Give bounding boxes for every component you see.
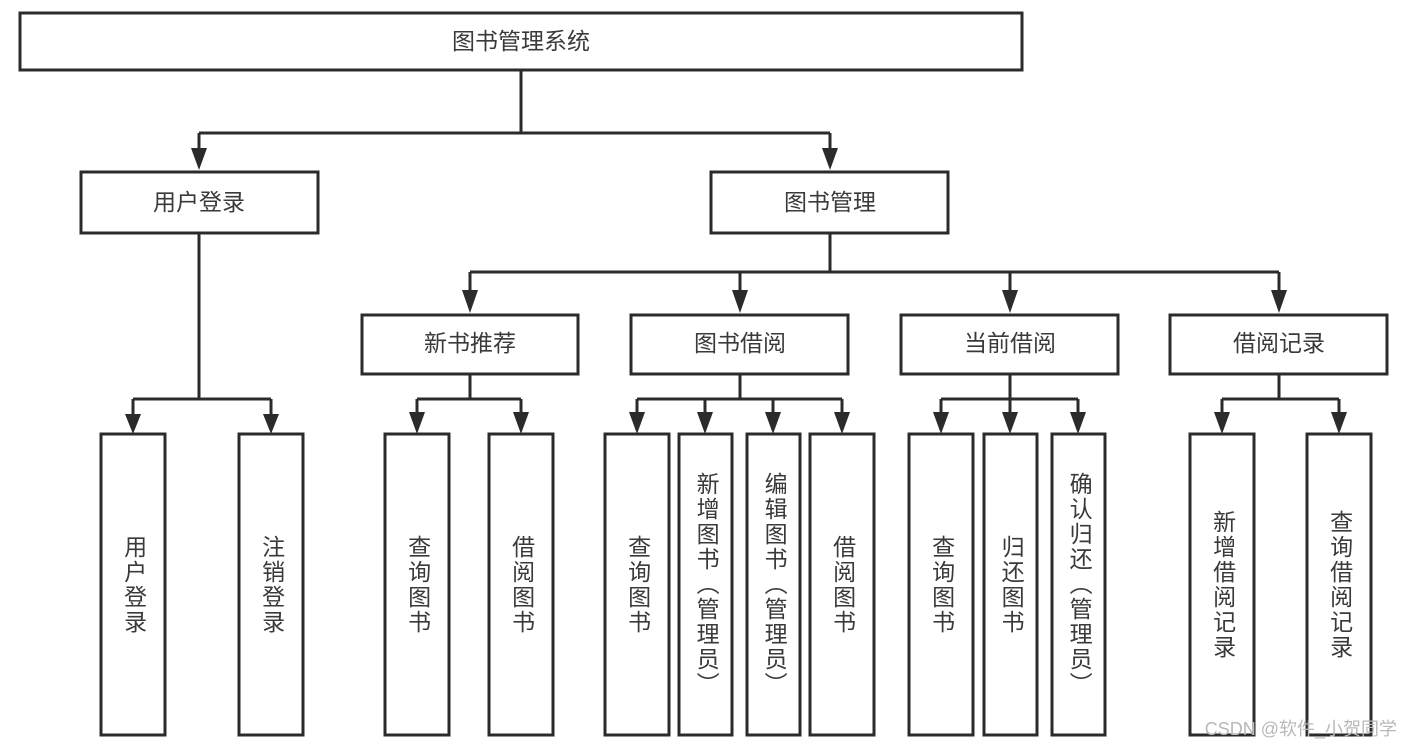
- node-box-leaf-confirm-return[interactable]: [1050, 432, 1107, 737]
- node-label-borrow-record: 借阅记录: [1233, 330, 1325, 356]
- node-box-current-borrow[interactable]: [899, 313, 1120, 376]
- node-box-leaf-edit-book[interactable]: [745, 432, 802, 737]
- arrow-head-icon: [263, 414, 279, 434]
- node-box-new-book-recommend[interactable]: [360, 313, 580, 376]
- arrow-head-icon: [765, 412, 781, 434]
- node-box-leaf-borrow-book-1[interactable]: [487, 432, 555, 737]
- arrow-head-icon: [191, 148, 207, 170]
- arrow-head-icon: [125, 414, 141, 434]
- arrow-head-icon: [1002, 412, 1018, 434]
- arrow-head-icon: [697, 412, 713, 434]
- connector-root-to-level2: [191, 70, 838, 170]
- arrow-head-icon: [1070, 412, 1086, 434]
- node-box-leaf-query-book-1[interactable]: [383, 432, 451, 737]
- node-label-new-book-recommend: 新书推荐: [424, 330, 516, 356]
- node-box-leaf-add-record[interactable]: [1188, 432, 1256, 737]
- arrow-head-icon: [1214, 412, 1230, 434]
- node-label-book-borrow: 图书借阅: [694, 330, 786, 356]
- connector-borrow-record-to-leaves: [1214, 374, 1347, 434]
- arrow-head-icon: [822, 148, 838, 170]
- arrow-head-icon: [1002, 290, 1018, 313]
- node-box-leaf-logout[interactable]: [237, 432, 305, 737]
- arrow-head-icon: [732, 290, 748, 313]
- connector-book-borrow-to-leaves: [629, 374, 850, 434]
- arrow-head-icon: [1331, 412, 1347, 434]
- arrow-head-icon: [409, 412, 425, 434]
- node-label-current-borrow: 当前借阅: [964, 330, 1056, 356]
- arrow-head-icon: [513, 412, 529, 434]
- arrow-head-icon: [462, 290, 478, 313]
- watermark-text: CSDN @软件_小贺同学: [1204, 719, 1397, 739]
- arrow-head-icon: [629, 412, 645, 434]
- node-box-leaf-borrow-book-2[interactable]: [808, 432, 876, 737]
- connector-book-manage-to-level3: [462, 233, 1287, 313]
- node-label-root: 图书管理系统: [452, 28, 590, 54]
- connector-new-book-recommend-to-leaves: [409, 374, 529, 434]
- node-box-user-login[interactable]: [79, 170, 320, 235]
- arrow-head-icon: [1271, 290, 1287, 313]
- arrow-head-icon: [933, 412, 949, 434]
- node-box-borrow-record[interactable]: [1168, 313, 1389, 376]
- node-box-leaf-query-book-2[interactable]: [603, 432, 671, 737]
- node-box-leaf-query-book-3[interactable]: [907, 432, 975, 737]
- arrow-head-icon: [834, 412, 850, 434]
- node-box-book-manage[interactable]: [709, 170, 950, 235]
- node-box-leaf-return-book[interactable]: [982, 432, 1039, 737]
- connector-user-login-to-leaves: [125, 233, 279, 434]
- node-label-user-login: 用户登录: [153, 189, 245, 215]
- node-box-book-borrow[interactable]: [629, 313, 850, 376]
- node-box-leaf-user-login[interactable]: [99, 432, 167, 737]
- node-box-root[interactable]: [18, 11, 1024, 72]
- node-box-leaf-query-record[interactable]: [1305, 432, 1373, 737]
- node-box-leaf-add-book[interactable]: [677, 432, 734, 737]
- connector-current-borrow-to-leaves: [933, 374, 1086, 434]
- node-label-book-manage: 图书管理: [784, 189, 876, 215]
